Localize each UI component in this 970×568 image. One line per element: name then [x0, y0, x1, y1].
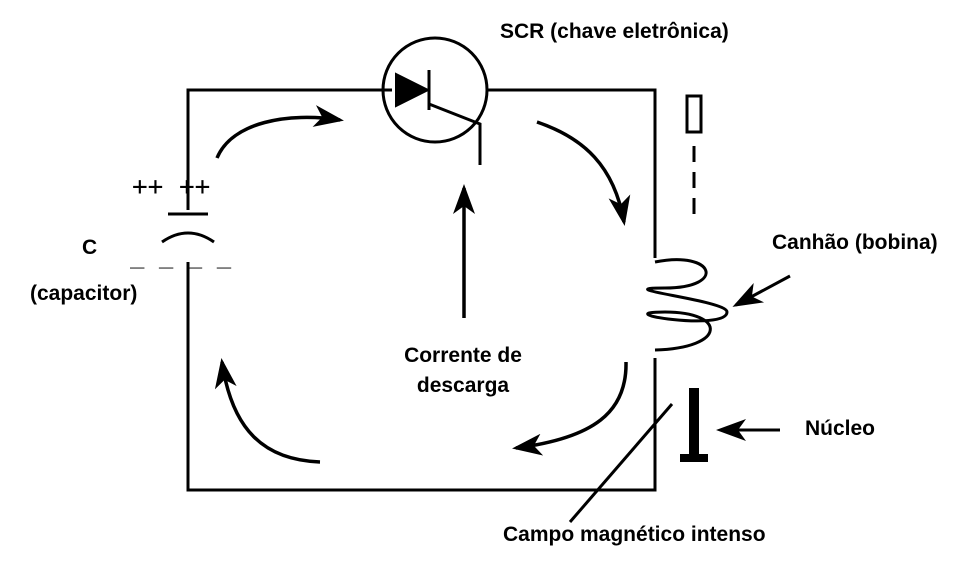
arrow-coil-pointer	[732, 274, 791, 307]
discharge-current-label: Corrente de descarga	[388, 344, 538, 398]
capacitor-symbol	[161, 212, 215, 244]
core-symbol	[680, 388, 708, 462]
core-rod	[689, 388, 699, 454]
arrow-flow-top-left	[215, 105, 344, 159]
arrow-flow-bottom-left	[214, 358, 321, 464]
wire-top-left	[186, 88, 392, 210]
coil-label: Canhão (bobina)	[772, 231, 938, 254]
scr-circle	[381, 36, 489, 144]
scr-gate-lead	[428, 102, 482, 165]
core-base	[680, 454, 708, 462]
label-pointer-arrows	[568, 274, 791, 523]
coil-winding	[646, 258, 729, 352]
capacitor-negative-signs: _ _ _ _	[130, 241, 232, 269]
discharge-current-line2: descarga	[416, 374, 510, 397]
capacitor-name-label: (capacitor)	[30, 282, 138, 305]
discharge-current-line1: Corrente de	[404, 344, 522, 367]
current-flow-arrows	[214, 105, 631, 464]
scr-triangle	[395, 72, 431, 108]
capacitor-plate-bottom	[161, 231, 215, 244]
core-label: Núcleo	[805, 417, 876, 440]
scr-symbol	[381, 36, 489, 165]
coil-symbol	[646, 258, 729, 352]
projectile-body	[685, 94, 703, 134]
arrow-flow-bottom-right	[512, 361, 628, 456]
capacitor-positive-signs: ++ ++	[132, 172, 211, 202]
capacitor-letter-label: C	[82, 236, 98, 259]
field-pointer-line	[568, 403, 674, 523]
wire-top-right	[488, 88, 657, 258]
scr-label: SCR (chave eletrônica)	[500, 20, 729, 43]
projectile-symbol	[685, 94, 703, 220]
arrow-flow-top-right	[536, 120, 631, 226]
magnetic-field-label: Campo magnético intenso	[503, 523, 766, 546]
